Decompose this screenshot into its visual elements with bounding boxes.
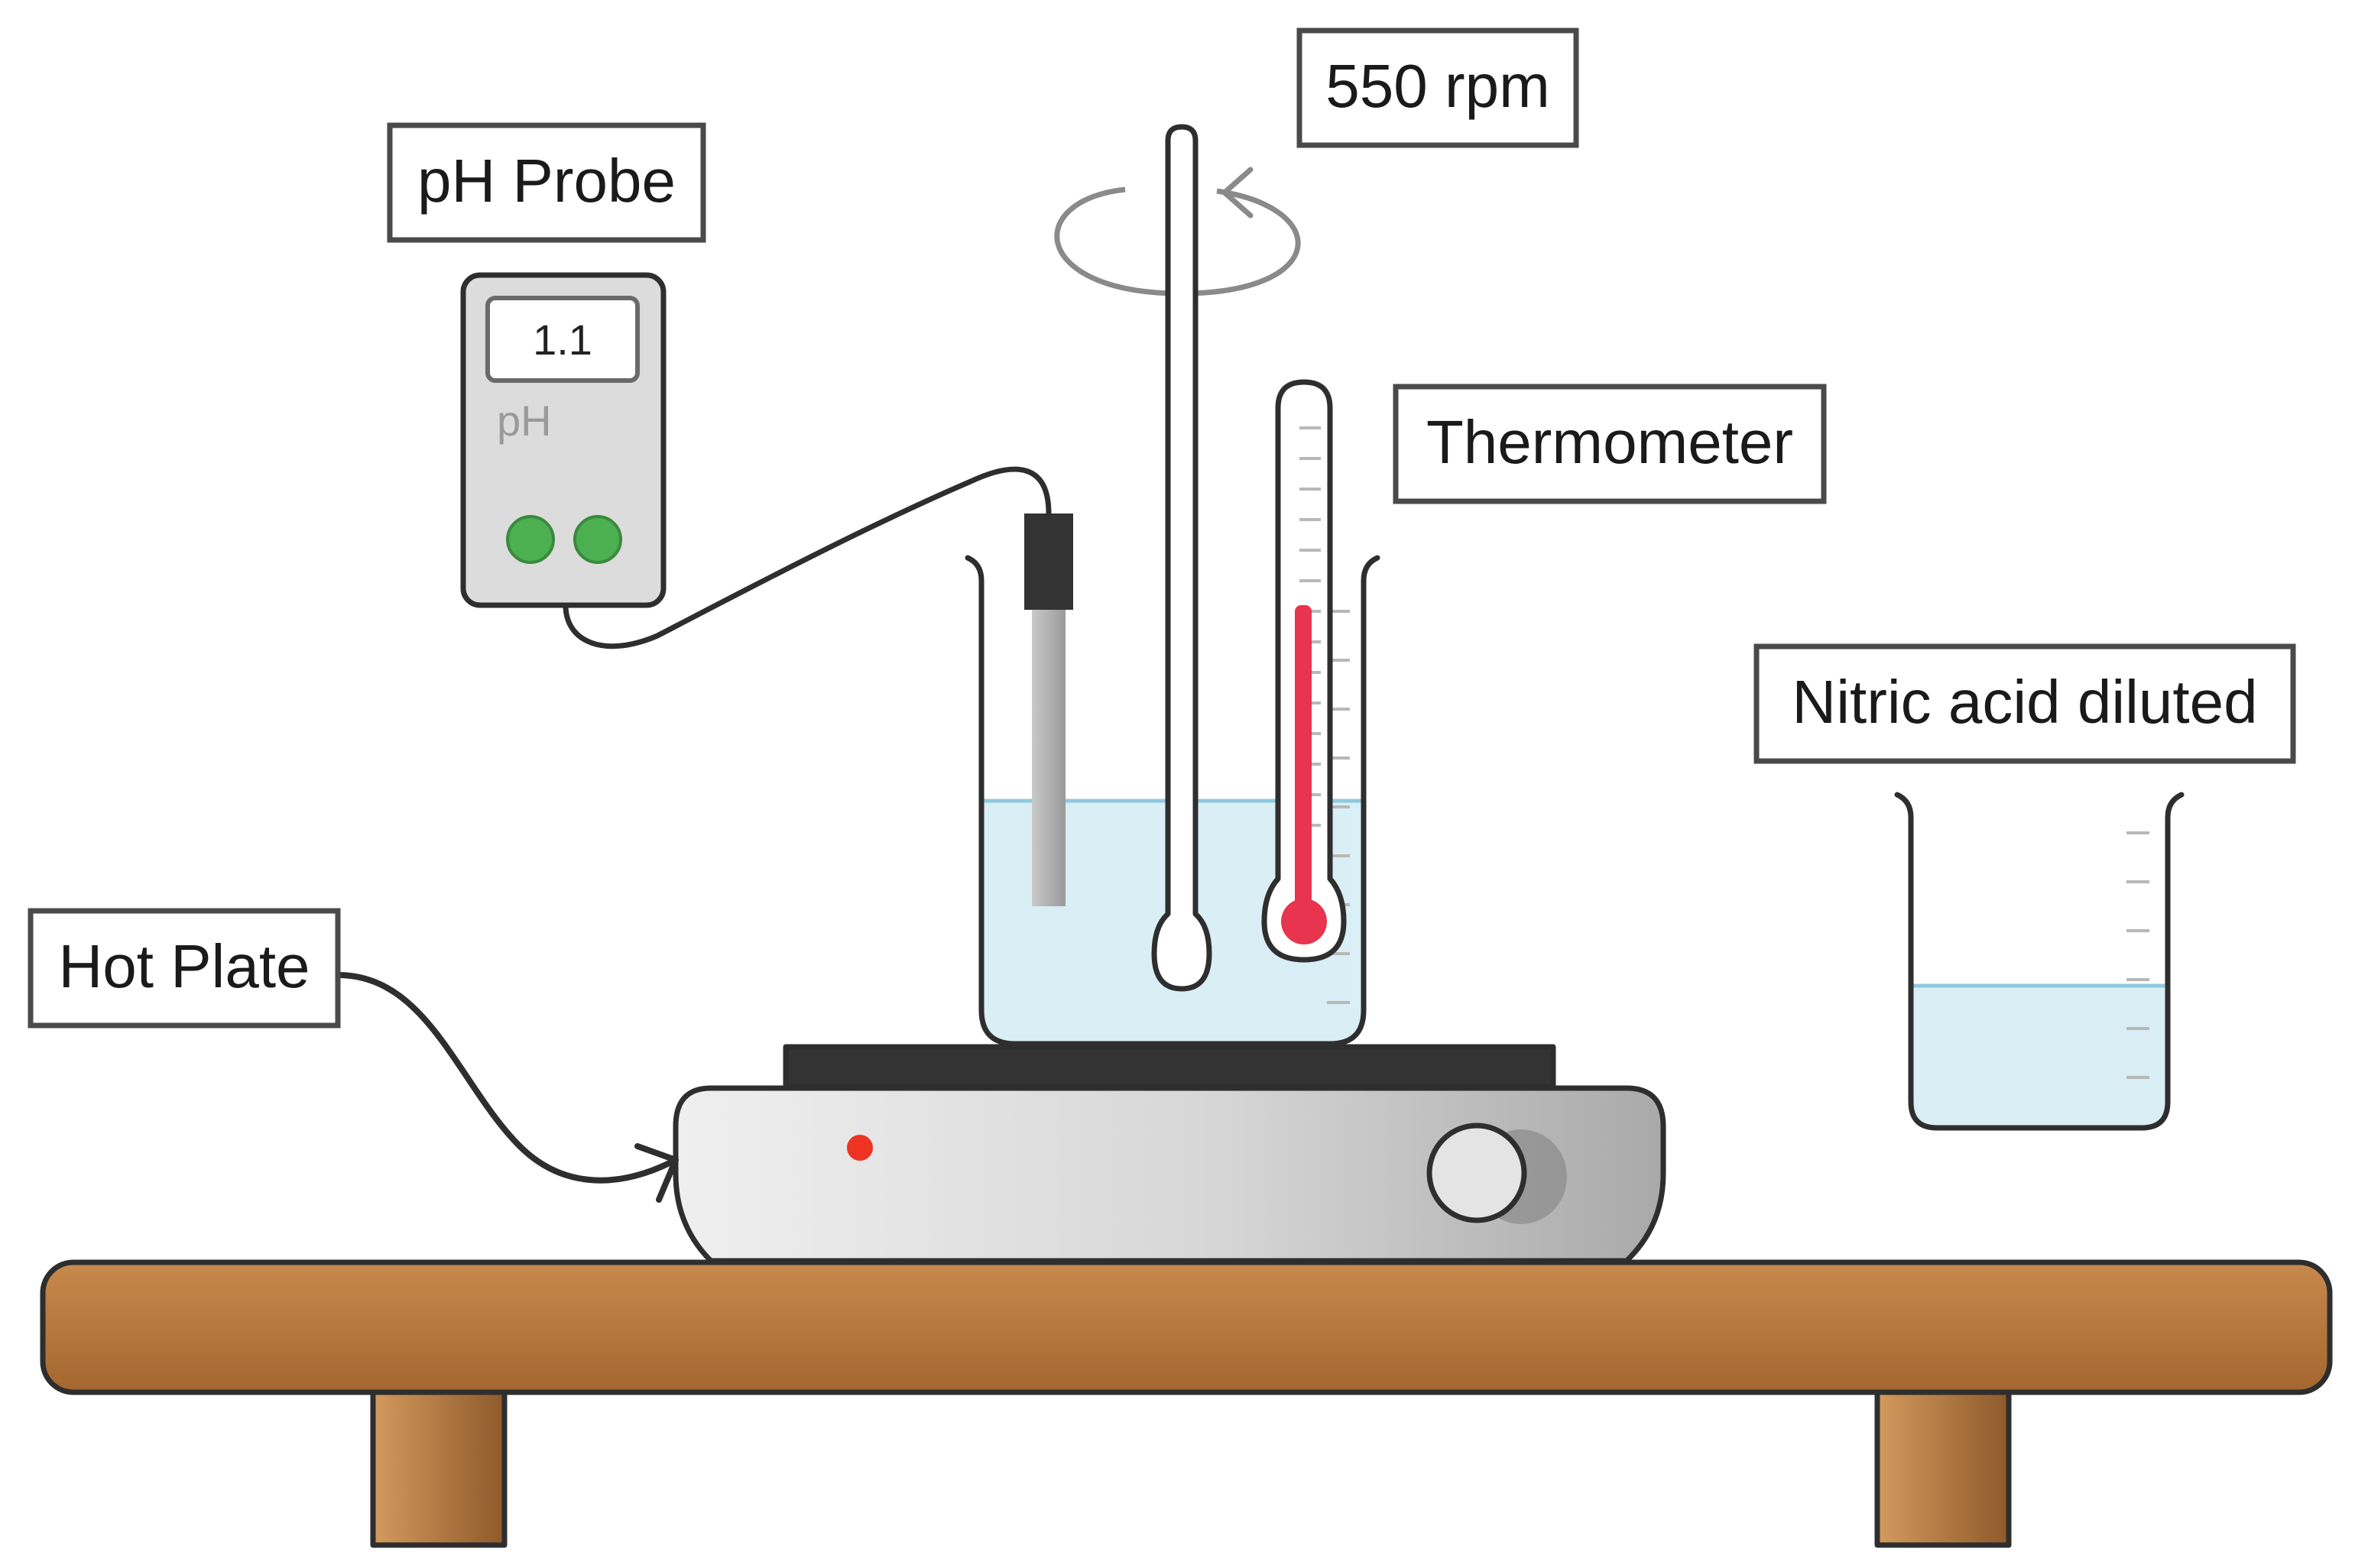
label-thermometer-text: Thermometer xyxy=(1426,408,1793,476)
hot-plate-indicator-light xyxy=(847,1135,873,1161)
ph-meter: 1.1 pH xyxy=(460,272,667,608)
hot-plate-body xyxy=(673,1085,1666,1264)
rotation-arrowhead-icon xyxy=(1221,167,1254,219)
ph-probe xyxy=(563,466,1073,906)
hot-plate-pointer-line xyxy=(335,972,676,1184)
nitric-acid-beaker xyxy=(1894,792,2185,1131)
hot-plate-surface xyxy=(783,1044,1556,1090)
ph-meter-unit: pH xyxy=(497,397,552,445)
ph-probe-cable xyxy=(563,466,1052,650)
ph-meter-display xyxy=(485,296,640,383)
label-rpm: 550 rpm xyxy=(1296,28,1579,148)
nitric-acid-graduations xyxy=(2126,831,2149,1079)
ph-probe-rod xyxy=(1032,608,1066,906)
hot-plate-knob xyxy=(1426,1123,1527,1223)
label-thermometer: Thermometer xyxy=(1393,384,1827,504)
hot-plate-pointer xyxy=(335,972,679,1203)
stirrer-rod xyxy=(1151,124,1212,992)
table-leg-left xyxy=(370,1389,508,1548)
label-hot-plate-text: Hot Plate xyxy=(58,932,310,1000)
thermometer-mercury-column xyxy=(1295,605,1312,911)
label-ph-probe: pH Probe xyxy=(387,122,706,243)
lab-table xyxy=(40,1259,2333,1548)
beaker-glass xyxy=(965,555,1380,1047)
nitric-acid-liquid xyxy=(1911,986,2168,1128)
ph-probe-head xyxy=(1024,513,1073,610)
ph-meter-button-right xyxy=(573,515,622,564)
label-ph-probe-text: pH Probe xyxy=(417,147,676,215)
thermometer-bulb xyxy=(1281,899,1327,944)
ph-meter-reading: 1.1 xyxy=(533,316,592,364)
ph-meter-button-left xyxy=(506,515,555,564)
table-top xyxy=(40,1259,2333,1395)
hot-plate xyxy=(673,1044,1666,1264)
label-nitric-acid-text: Nitric acid diluted xyxy=(1792,668,2257,736)
label-nitric-acid: Nitric acid diluted xyxy=(1753,643,2296,764)
label-hot-plate: Hot Plate xyxy=(28,908,341,1029)
thermometer xyxy=(1261,379,1347,963)
pointer-arrowhead-icon xyxy=(634,1143,679,1203)
table-leg-right xyxy=(1874,1389,2012,1548)
stirrer xyxy=(1054,124,1301,992)
nitric-acid-glass xyxy=(1894,792,2185,1131)
label-rpm-text: 550 rpm xyxy=(1325,52,1549,120)
